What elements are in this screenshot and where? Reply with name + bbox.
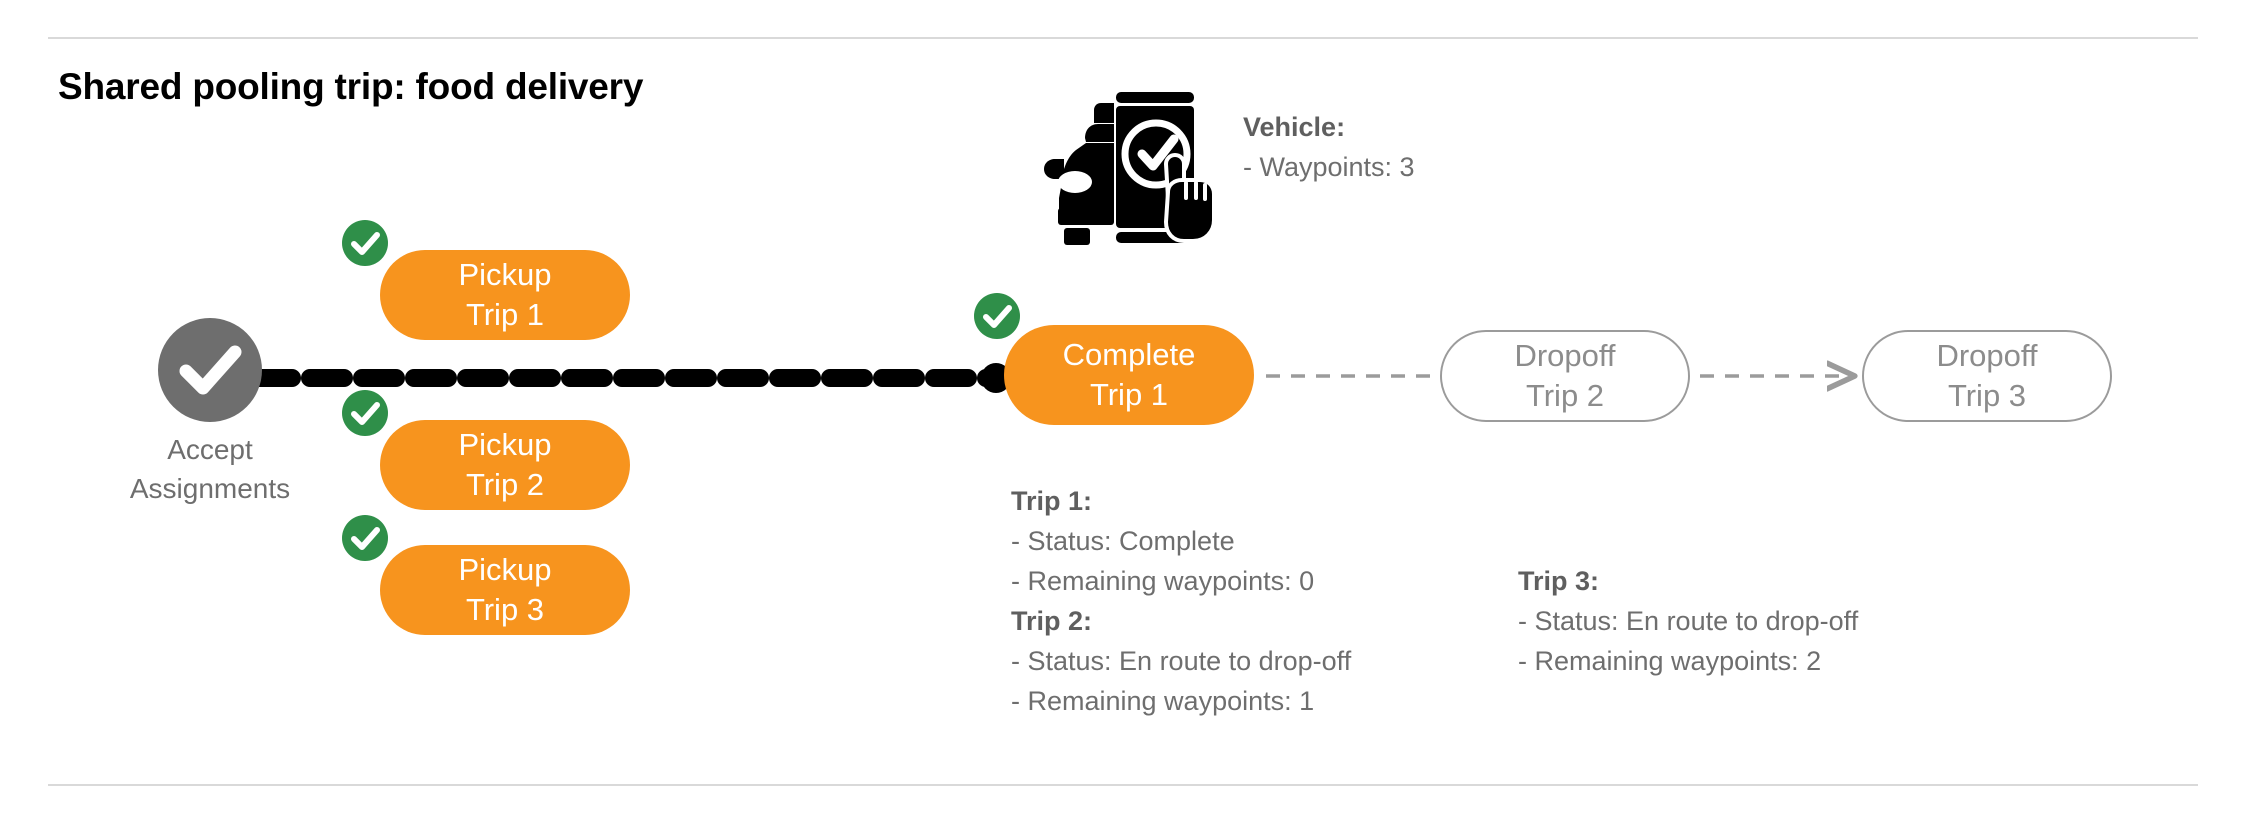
trip3-waypoints: - Remaining waypoints: 2 <box>1518 646 1822 676</box>
pickup-3-line2: Trip 3 <box>465 592 545 627</box>
bottom-divider <box>48 784 2198 786</box>
node-pickup-trip-2[interactable]: Pickup Trip 2 <box>342 390 630 510</box>
trip3-heading: Trip 3: <box>1518 566 1600 596</box>
trip3-annotation: Trip 3: - Status: En route to drop-off -… <box>1518 561 1858 681</box>
trip1-waypoints: - Remaining waypoints: 0 <box>1011 566 1315 596</box>
accept-label-line2: Assignments <box>129 473 291 504</box>
accept-assignments-node[interactable]: Accept Assignments <box>130 318 290 504</box>
vehicle-annotation: Vehicle: - Waypoints: 3 <box>1243 107 1415 187</box>
vehicle-heading: Vehicle: <box>1243 112 1346 142</box>
node-complete-trip-1[interactable]: Complete Trip 1 <box>974 293 1254 425</box>
trip2-status: - Status: En route to drop-off <box>1011 646 1352 676</box>
trip1-trip2-annotation: Trip 1: - Status: Complete - Remaining w… <box>1011 481 1351 721</box>
node-dropoff-trip-2[interactable]: Dropoff Trip 2 <box>1440 330 1690 422</box>
pickup-2-line1: Pickup <box>458 427 552 462</box>
check-badge-icon <box>342 390 388 436</box>
pickup-1-line1: Pickup <box>458 257 552 292</box>
complete-1-line1: Complete <box>1062 337 1196 372</box>
pickup-3-line1: Pickup <box>458 552 552 587</box>
pickup-2-line2: Trip 2 <box>465 467 545 502</box>
check-badge-icon <box>342 220 388 266</box>
dropoff-2-line2: Trip 2 <box>1525 378 1605 413</box>
trip2-heading: Trip 2: <box>1011 606 1093 636</box>
node-pickup-trip-3[interactable]: Pickup Trip 3 <box>342 515 630 635</box>
accept-assignments-label: Accept Assignments <box>90 430 330 508</box>
page-title: Shared pooling trip: food delivery <box>58 66 644 107</box>
node-dropoff-trip-3[interactable]: Dropoff Trip 3 <box>1862 330 2112 422</box>
accept-label-line1: Accept <box>167 434 253 465</box>
check-badge-icon <box>342 515 388 561</box>
dropoff-2-line1: Dropoff <box>1514 338 1616 373</box>
trip2-waypoints: - Remaining waypoints: 1 <box>1011 686 1315 716</box>
trip1-heading: Trip 1: <box>1011 486 1093 516</box>
check-circle-icon <box>158 318 262 422</box>
trip3-status: - Status: En route to drop-off <box>1518 606 1859 636</box>
vehicle-waypoints: - Waypoints: 3 <box>1243 152 1415 182</box>
pickup-1-line2: Trip 1 <box>465 297 545 332</box>
check-badge-icon <box>974 293 1020 339</box>
dropoff-3-line2: Trip 3 <box>1947 378 2027 413</box>
trip1-status: - Status: Complete <box>1011 526 1235 556</box>
car-phone-check-icon <box>1028 86 1228 251</box>
top-divider <box>48 37 2198 39</box>
complete-1-line2: Trip 1 <box>1089 377 1169 412</box>
node-pickup-trip-1[interactable]: Pickup Trip 1 <box>342 220 630 340</box>
dropoff-3-line1: Dropoff <box>1936 338 2038 373</box>
